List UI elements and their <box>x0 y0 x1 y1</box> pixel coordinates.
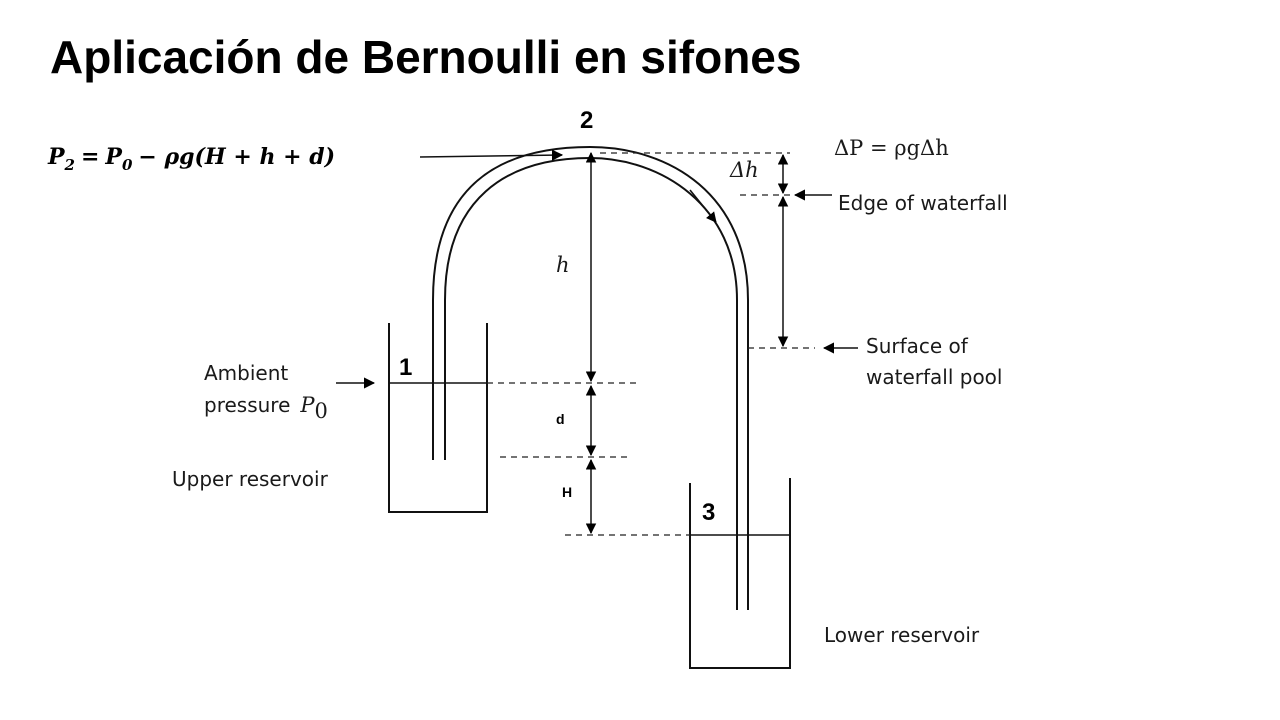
point-1-label: 1 <box>399 354 412 381</box>
reference-lines <box>487 152 815 536</box>
upper-reservoir-label: Upper reservoir <box>172 467 329 491</box>
p2-equation: P2=P0− ρg(H + h + d) <box>47 144 335 174</box>
pointer-arrows <box>336 149 858 389</box>
point-3-label: 3 <box>702 499 715 526</box>
delta-h-label: Δh <box>729 158 759 182</box>
surface-label-line1: Surface of <box>866 334 969 358</box>
lower-reservoir-label: Lower reservoir <box>824 623 980 647</box>
dimension-arrows <box>585 151 789 535</box>
ambient-label-line1: Ambient <box>204 361 288 385</box>
H-label: H <box>562 484 572 500</box>
flow-arrow <box>689 189 717 223</box>
delta-p-equation: ΔP = ρgΔh <box>834 136 949 160</box>
edge-of-waterfall-label: Edge of waterfall <box>838 191 1008 215</box>
page-title: Aplicación de Bernoulli en sifones <box>50 31 802 83</box>
point-2-label: 2 <box>580 107 593 134</box>
upper-reservoir <box>388 323 488 513</box>
h-label: h <box>556 253 570 277</box>
d-label: d <box>556 411 565 427</box>
surface-label-line2: waterfall pool <box>866 365 1002 389</box>
lower-reservoir <box>689 478 791 669</box>
